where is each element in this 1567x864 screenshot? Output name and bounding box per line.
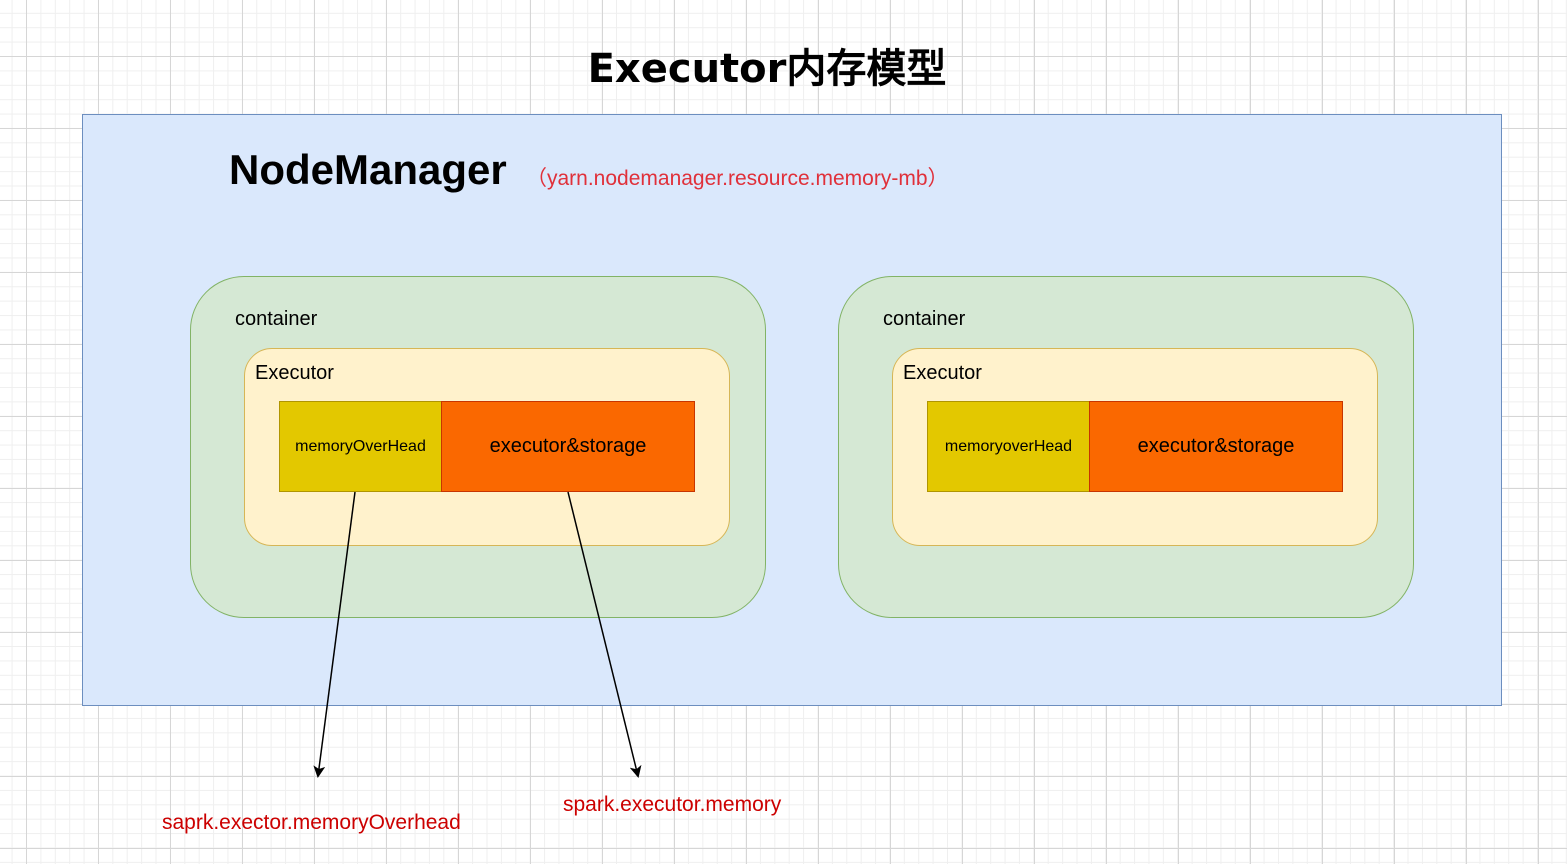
executor-storage-block-1[interactable]: executor&storage (441, 401, 695, 492)
memory-overhead-param-label: saprk.exector.memoryOverhead (162, 811, 461, 834)
executor-storage-block-2[interactable]: executor&storage (1089, 401, 1343, 492)
diagram-title: Executor内存模型 (587, 46, 947, 92)
executor-label-2: Executor (903, 362, 982, 384)
executor-label-1: Executor (255, 362, 334, 384)
memory-overhead-block-1[interactable]: memoryOverHead (279, 401, 442, 492)
container-label-1: container (235, 308, 318, 330)
executor-memory-param-label: spark.executor.memory (563, 793, 782, 816)
memory-arrow (567, 491, 642, 778)
container-label-2: container (883, 308, 966, 330)
overhead-arrow (313, 491, 356, 778)
node-manager-label: NodeManager (229, 146, 507, 193)
node-manager-memory-param: （yarn.nodemanager.resource.memory-mb） (526, 167, 949, 190)
memory-overhead-block-2[interactable]: memoryoverHead (927, 401, 1090, 492)
